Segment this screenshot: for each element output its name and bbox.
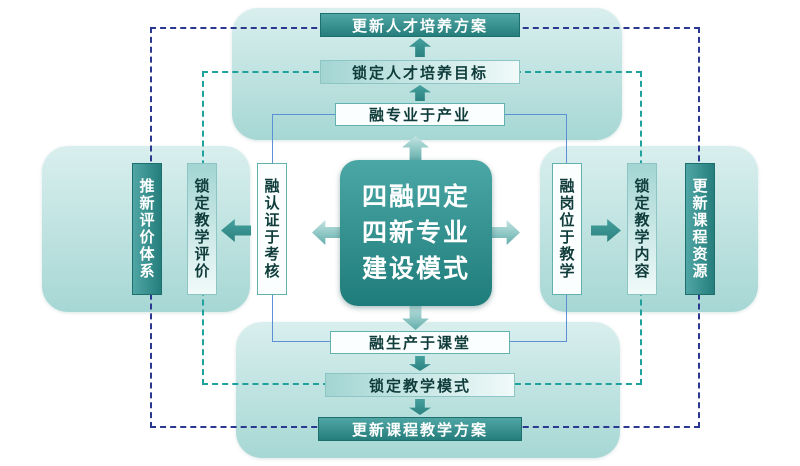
- right-update-box: 更新课程资源: [685, 163, 715, 295]
- left-lock-box: 锁定教学评价: [187, 163, 217, 295]
- bottom-lock-box: 锁定教学模式: [325, 373, 515, 397]
- top-update-box: 更新人才培养方案: [320, 13, 520, 37]
- center-model-line: 四融四定: [361, 182, 470, 211]
- center-model-box: 四融四定 四新专业 建设模式: [340, 160, 492, 306]
- left-integrate-box: 融认证于考核: [257, 163, 287, 295]
- right-lock-box: 锁定教学内容: [627, 163, 657, 295]
- top-lock-box: 锁定人才培养目标: [320, 60, 520, 84]
- center-model-line: 四新专业: [361, 218, 470, 247]
- bottom-integrate-box: 融生产于课堂: [330, 331, 510, 354]
- center-model-line: 建设模式: [361, 254, 470, 283]
- bottom-update-box: 更新课程教学方案: [318, 417, 522, 441]
- top-integrate-box: 融专业于产业: [335, 103, 505, 126]
- right-integrate-box: 融岗位于教学: [552, 163, 582, 295]
- left-update-box: 推新评价体系: [132, 163, 162, 295]
